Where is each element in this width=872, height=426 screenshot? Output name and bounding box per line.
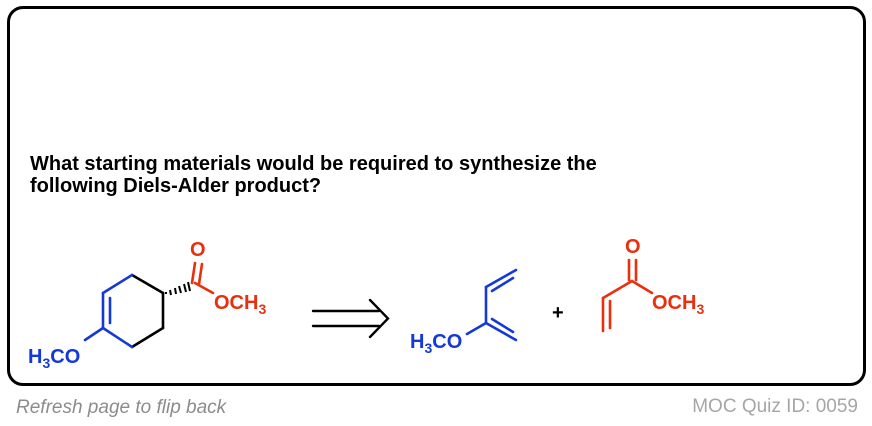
quiz-card[interactable] [7, 6, 866, 386]
diene-methoxy-label: H3CO [410, 331, 462, 356]
product-ester-label: OCH3 [214, 292, 266, 317]
question-line-1: What starting materials would be require… [30, 153, 597, 175]
retrosynthesis-arrow [311, 298, 390, 339]
product-methoxy-label: H3CO [28, 346, 80, 371]
diene-molecule [465, 268, 518, 342]
plus-sign: + [552, 302, 564, 324]
product-carbonyl-oxygen: O [190, 239, 206, 261]
question-line-2: following Diels-Alder product? [30, 175, 322, 197]
dienophile-carbonyl-oxygen: O [625, 236, 641, 258]
hashed-wedge-bond [165, 281, 191, 296]
product-molecule [83, 261, 215, 349]
flip-back-hint: Refresh page to flip back [16, 397, 227, 418]
dienophile-molecule [601, 258, 654, 333]
question-text: What starting materials would be require… [30, 153, 597, 197]
quiz-id-label: MOC Quiz ID: 0059 [692, 396, 858, 417]
dienophile-ester-label: OCH3 [652, 292, 704, 317]
